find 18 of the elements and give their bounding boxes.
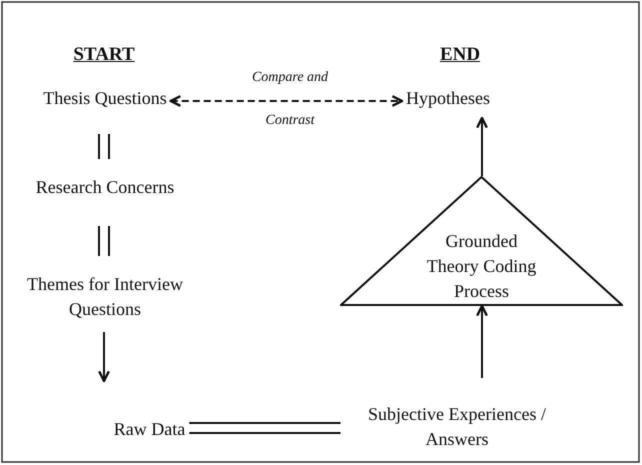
node-text: Hypotheses — [406, 86, 490, 110]
arrow — [476, 304, 488, 378]
node-text: Themes for Interview Questions — [26, 273, 184, 321]
comparison-note: Contrast — [266, 113, 314, 129]
arrow — [170, 95, 404, 107]
equals-connector — [98, 133, 110, 160]
column-heading: END — [440, 44, 480, 66]
node-text: Raw Data — [114, 418, 186, 440]
node-text: Grounded Theory Coding Process — [426, 230, 536, 302]
equals-connector — [98, 225, 110, 257]
node-text: Subjective Experiences / Answers — [367, 403, 547, 451]
arrow — [476, 116, 488, 176]
arrow — [98, 332, 110, 382]
equals-connector — [188, 422, 342, 434]
comparison-note: Compare and — [252, 70, 328, 86]
column-heading: START — [73, 44, 135, 66]
node-text: Thesis Questions — [43, 86, 167, 110]
node-text: Research Concerns — [36, 176, 174, 198]
